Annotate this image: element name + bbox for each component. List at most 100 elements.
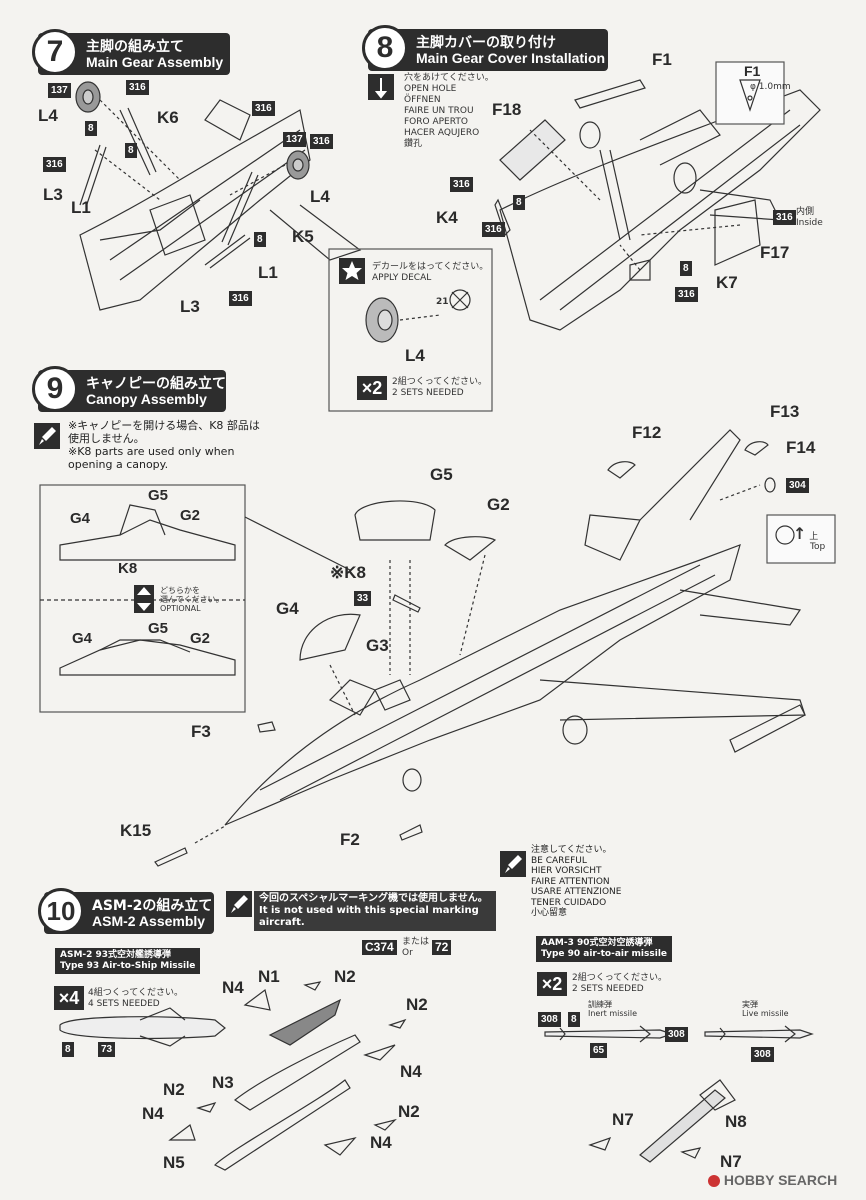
- step8-number: 8: [362, 25, 408, 71]
- step7-tag-316a: 316: [126, 80, 149, 95]
- step7-label-l4b: L4: [310, 187, 330, 206]
- asm2-tag-73: 73: [98, 1042, 116, 1057]
- step8-fuselage: [499, 89, 821, 331]
- step8-label-f1: F1: [652, 50, 672, 69]
- aam3-tag-308a: 308: [538, 1012, 561, 1027]
- step9-tag-304: 304: [786, 478, 809, 493]
- step9-label-g3: G3: [366, 636, 389, 655]
- step9-top-arrow: ↑ 上: [793, 524, 819, 543]
- step7-tag-137a: 137: [48, 83, 71, 98]
- step9-number: 9: [32, 366, 78, 412]
- aam3-live: [704, 1029, 814, 1039]
- step8-label-f1-inset: F1: [744, 63, 761, 79]
- aam3-sets-note: 2組つくってください。 2 SETS NEEDED: [572, 973, 668, 994]
- step9-label-f13: F13: [770, 402, 800, 421]
- decal-star-icon: [339, 258, 365, 284]
- step10-number: 10: [38, 888, 84, 934]
- brush-icon: [34, 423, 60, 449]
- f2-fuselage: [224, 544, 741, 826]
- asm-label-n4a: N4: [222, 978, 244, 997]
- aam3-tag-308b: 308: [665, 1027, 688, 1042]
- asm2-title: ASM-2 93式空対艦誘導弾 Type 93 Air-to-Ship Miss…: [55, 948, 201, 974]
- step10-title-en: ASM-2 Assembly: [92, 913, 206, 929]
- asm-label-n1: N1: [258, 967, 280, 986]
- aam3-inert: [544, 1029, 674, 1039]
- asm2-multiplier: ×4: [54, 986, 84, 1010]
- step7-tag-8a: 8: [85, 121, 97, 136]
- step9-title-en: Canopy Assembly: [86, 391, 207, 407]
- step7-tag-8b: 8: [125, 143, 137, 158]
- step10-header: 10 ASM-2の組み立て ASM-2 Assembly: [38, 888, 214, 934]
- step8-label-k4: K4: [436, 208, 458, 227]
- aam3-tag-65: 65: [590, 1043, 608, 1058]
- inset-label-k8: K8: [118, 560, 138, 577]
- asm-label-n2c: N2: [163, 1080, 185, 1099]
- step8-sets-note: 2組つくってください。 2 SETS NEEDED: [392, 377, 488, 398]
- aam3-assembled: [639, 1089, 726, 1163]
- asm2-sets-note: 4組つくってください。 4 SETS NEEDED: [88, 988, 184, 1009]
- step7-label-l4a: L4: [38, 106, 58, 125]
- part-tag-72: 72: [432, 940, 452, 955]
- step8-label-l4-decal: L4: [405, 346, 425, 365]
- asm2-missile: [59, 1016, 226, 1040]
- asm-label-n4c: N4: [142, 1104, 164, 1123]
- step10-title-jp: ASM-2の組み立て: [92, 898, 213, 914]
- caution-brush-icon: [500, 851, 526, 877]
- step8-tag-8b: 8: [680, 261, 692, 276]
- step8-title-en: Main Gear Cover Installation: [416, 50, 606, 66]
- step9-header: 9 キャノピーの組み立て Canopy Assembly: [32, 366, 226, 412]
- inset-label-g2a: G2: [180, 507, 201, 524]
- step9-k8-note: ※キャノピーを開ける場合、K8 部品は 使用しません。 ※K8 parts ar…: [68, 419, 260, 471]
- step7-fuselage: [79, 109, 311, 311]
- step7-tag-316d: 316: [310, 134, 333, 149]
- step8-tag-316c: 316: [773, 210, 796, 225]
- aam3-inert-label: 訓練弾 Inert missile: [588, 1000, 638, 1018]
- step9-label-k8: ※K8: [330, 563, 366, 582]
- step7-number: 7: [32, 29, 78, 75]
- step7-header: 7 主脚の組み立て Main Gear Assembly: [32, 29, 230, 75]
- step8-label-f17: F17: [760, 243, 790, 262]
- asm2-tag-8: 8: [62, 1042, 74, 1057]
- decal-note: デカールをはってください。 APPLY DECAL: [372, 262, 489, 283]
- asm-label-n2a: N2: [334, 967, 356, 986]
- aam3-live-label: 実弾 Live missile: [742, 1000, 789, 1018]
- aam3-label-n7b: N7: [720, 1152, 742, 1171]
- aam3-label-n7a: N7: [612, 1110, 634, 1129]
- asm-label-n2b: N2: [406, 995, 428, 1014]
- asm-label-n4d: N4: [370, 1133, 392, 1152]
- step7-label-l1b: L1: [258, 263, 278, 282]
- step8-label-f18: F18: [492, 100, 522, 119]
- asm-label-n2d: N2: [398, 1102, 420, 1121]
- step8-multiplier: ×2: [357, 376, 387, 400]
- notice-brush-icon: [226, 891, 252, 917]
- step7-tag-137b: 137: [283, 132, 306, 147]
- aam3-label-n8: N8: [725, 1112, 747, 1131]
- drill-icon: [368, 74, 394, 100]
- aam3-tag-308c: 308: [751, 1047, 774, 1062]
- step7-tag-316b: 316: [43, 157, 66, 172]
- step9-top-en: Top: [810, 542, 826, 552]
- part-tag-c374: C374: [362, 940, 397, 955]
- inset-label-g4b: G4: [72, 630, 93, 647]
- step7-title-jp: 主脚の組み立て: [86, 39, 184, 55]
- step9-label-f14: F14: [786, 438, 816, 457]
- inset-label-g4a: G4: [70, 510, 91, 527]
- step9-label-f2: F2: [340, 830, 360, 849]
- step7-tag-316e: 316: [229, 291, 252, 306]
- optional-note: どちらかを 選んでください。 OPTIONAL: [160, 586, 224, 613]
- step8-inside-label: 内側 Inside: [796, 207, 823, 228]
- decal-number: 21: [436, 297, 449, 307]
- asm-label-n3: N3: [212, 1073, 234, 1092]
- step8-drill-size: φ 1.0mm: [750, 82, 791, 92]
- step8-tag-8a: 8: [513, 195, 525, 210]
- step7-tag-316c: 316: [252, 101, 275, 116]
- step9-label-g2: G2: [487, 495, 510, 514]
- step8-tag-316b: 316: [482, 222, 505, 237]
- aam3-multiplier: ×2: [537, 972, 567, 996]
- step9-tag-33: 33: [354, 591, 372, 606]
- step7-label-k6: K6: [157, 108, 179, 127]
- watermark-logo-icon: [708, 1175, 720, 1188]
- watermark: HOBBY SEARCH: [708, 1172, 837, 1188]
- step9-label-f3: F3: [191, 722, 211, 741]
